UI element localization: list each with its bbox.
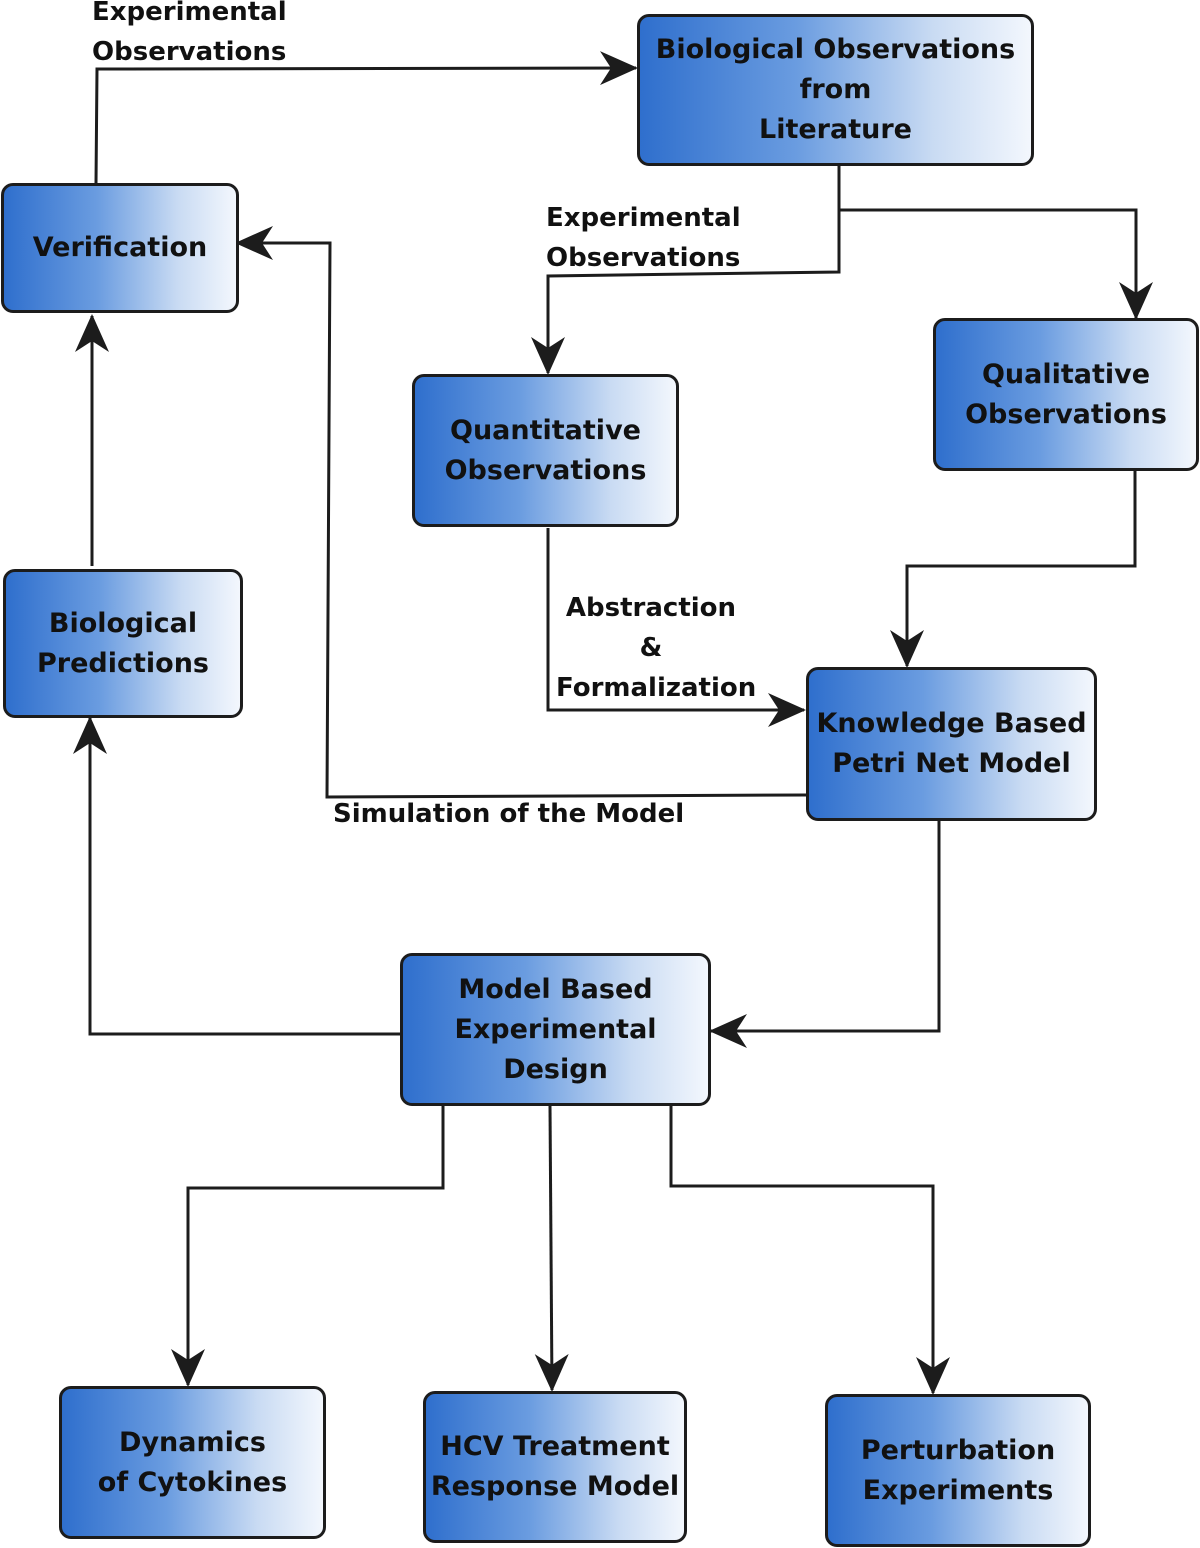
arrow-design-to-predictions <box>73 716 401 1036</box>
node-qualitative-observations: Qualitative Observations <box>933 318 1199 471</box>
node-label: Biological Predictions <box>36 607 209 679</box>
arrow-literature-to-qualitative <box>839 208 1153 320</box>
node-label: Dynamics of Cytokines <box>97 1426 288 1498</box>
edge-label-experimental-observations-mid: Experimental Observations <box>546 203 741 273</box>
arrow-qualitative-to-model <box>890 470 1137 668</box>
node-label: Biological Observations from Literature <box>655 34 1016 145</box>
node-label: HCV Treatment Response Model <box>430 1431 680 1502</box>
arrow-literature-to-quantitative <box>531 166 841 375</box>
node-knowledge-based-petri-net-model: Knowledge Based Petri Net Model <box>806 667 1097 821</box>
edge-label-abstraction-formalization: Abstraction & Formalization <box>556 593 757 703</box>
node-verification: Verification <box>1 183 239 313</box>
node-biological-predictions: Biological Predictions <box>3 569 243 718</box>
node-label: Quantitative Observations <box>444 414 647 486</box>
node-perturbation-experiments: Perturbation Experiments <box>825 1394 1091 1547</box>
arrow-design-to-cytokines <box>171 1106 445 1387</box>
node-quantitative-observations: Quantitative Observations <box>412 374 679 527</box>
node-label: Knowledge Based Petri Net Model <box>816 708 1087 779</box>
node-model-based-experimental-design: Model Based Experimental Design <box>400 953 711 1106</box>
arrow-model-to-verification <box>235 226 807 799</box>
arrow-quantitative-to-model <box>546 528 806 727</box>
node-dynamics-of-cytokines: Dynamics of Cytokines <box>59 1386 326 1539</box>
node-label: Verification <box>32 232 208 263</box>
arrow-design-to-hcv <box>534 1105 569 1392</box>
arrow-model-to-design <box>709 820 941 1048</box>
node-label: Perturbation Experiments <box>860 1434 1056 1506</box>
arrow-design-to-perturbation <box>669 1106 950 1395</box>
node-label: Qualitative Observations <box>965 358 1167 430</box>
arrow-verification-to-literature <box>94 51 638 184</box>
node-label: Model Based Experimental Design <box>454 973 657 1085</box>
edge-label-simulation-of-the-model: Simulation of the Model <box>333 799 685 829</box>
node-biological-observations-literature: Biological Observations from Literature <box>637 14 1034 166</box>
edge-label-experimental-observations-top: Experimental Observations <box>92 0 287 67</box>
node-hcv-treatment-response-model: HCV Treatment Response Model <box>423 1391 687 1543</box>
